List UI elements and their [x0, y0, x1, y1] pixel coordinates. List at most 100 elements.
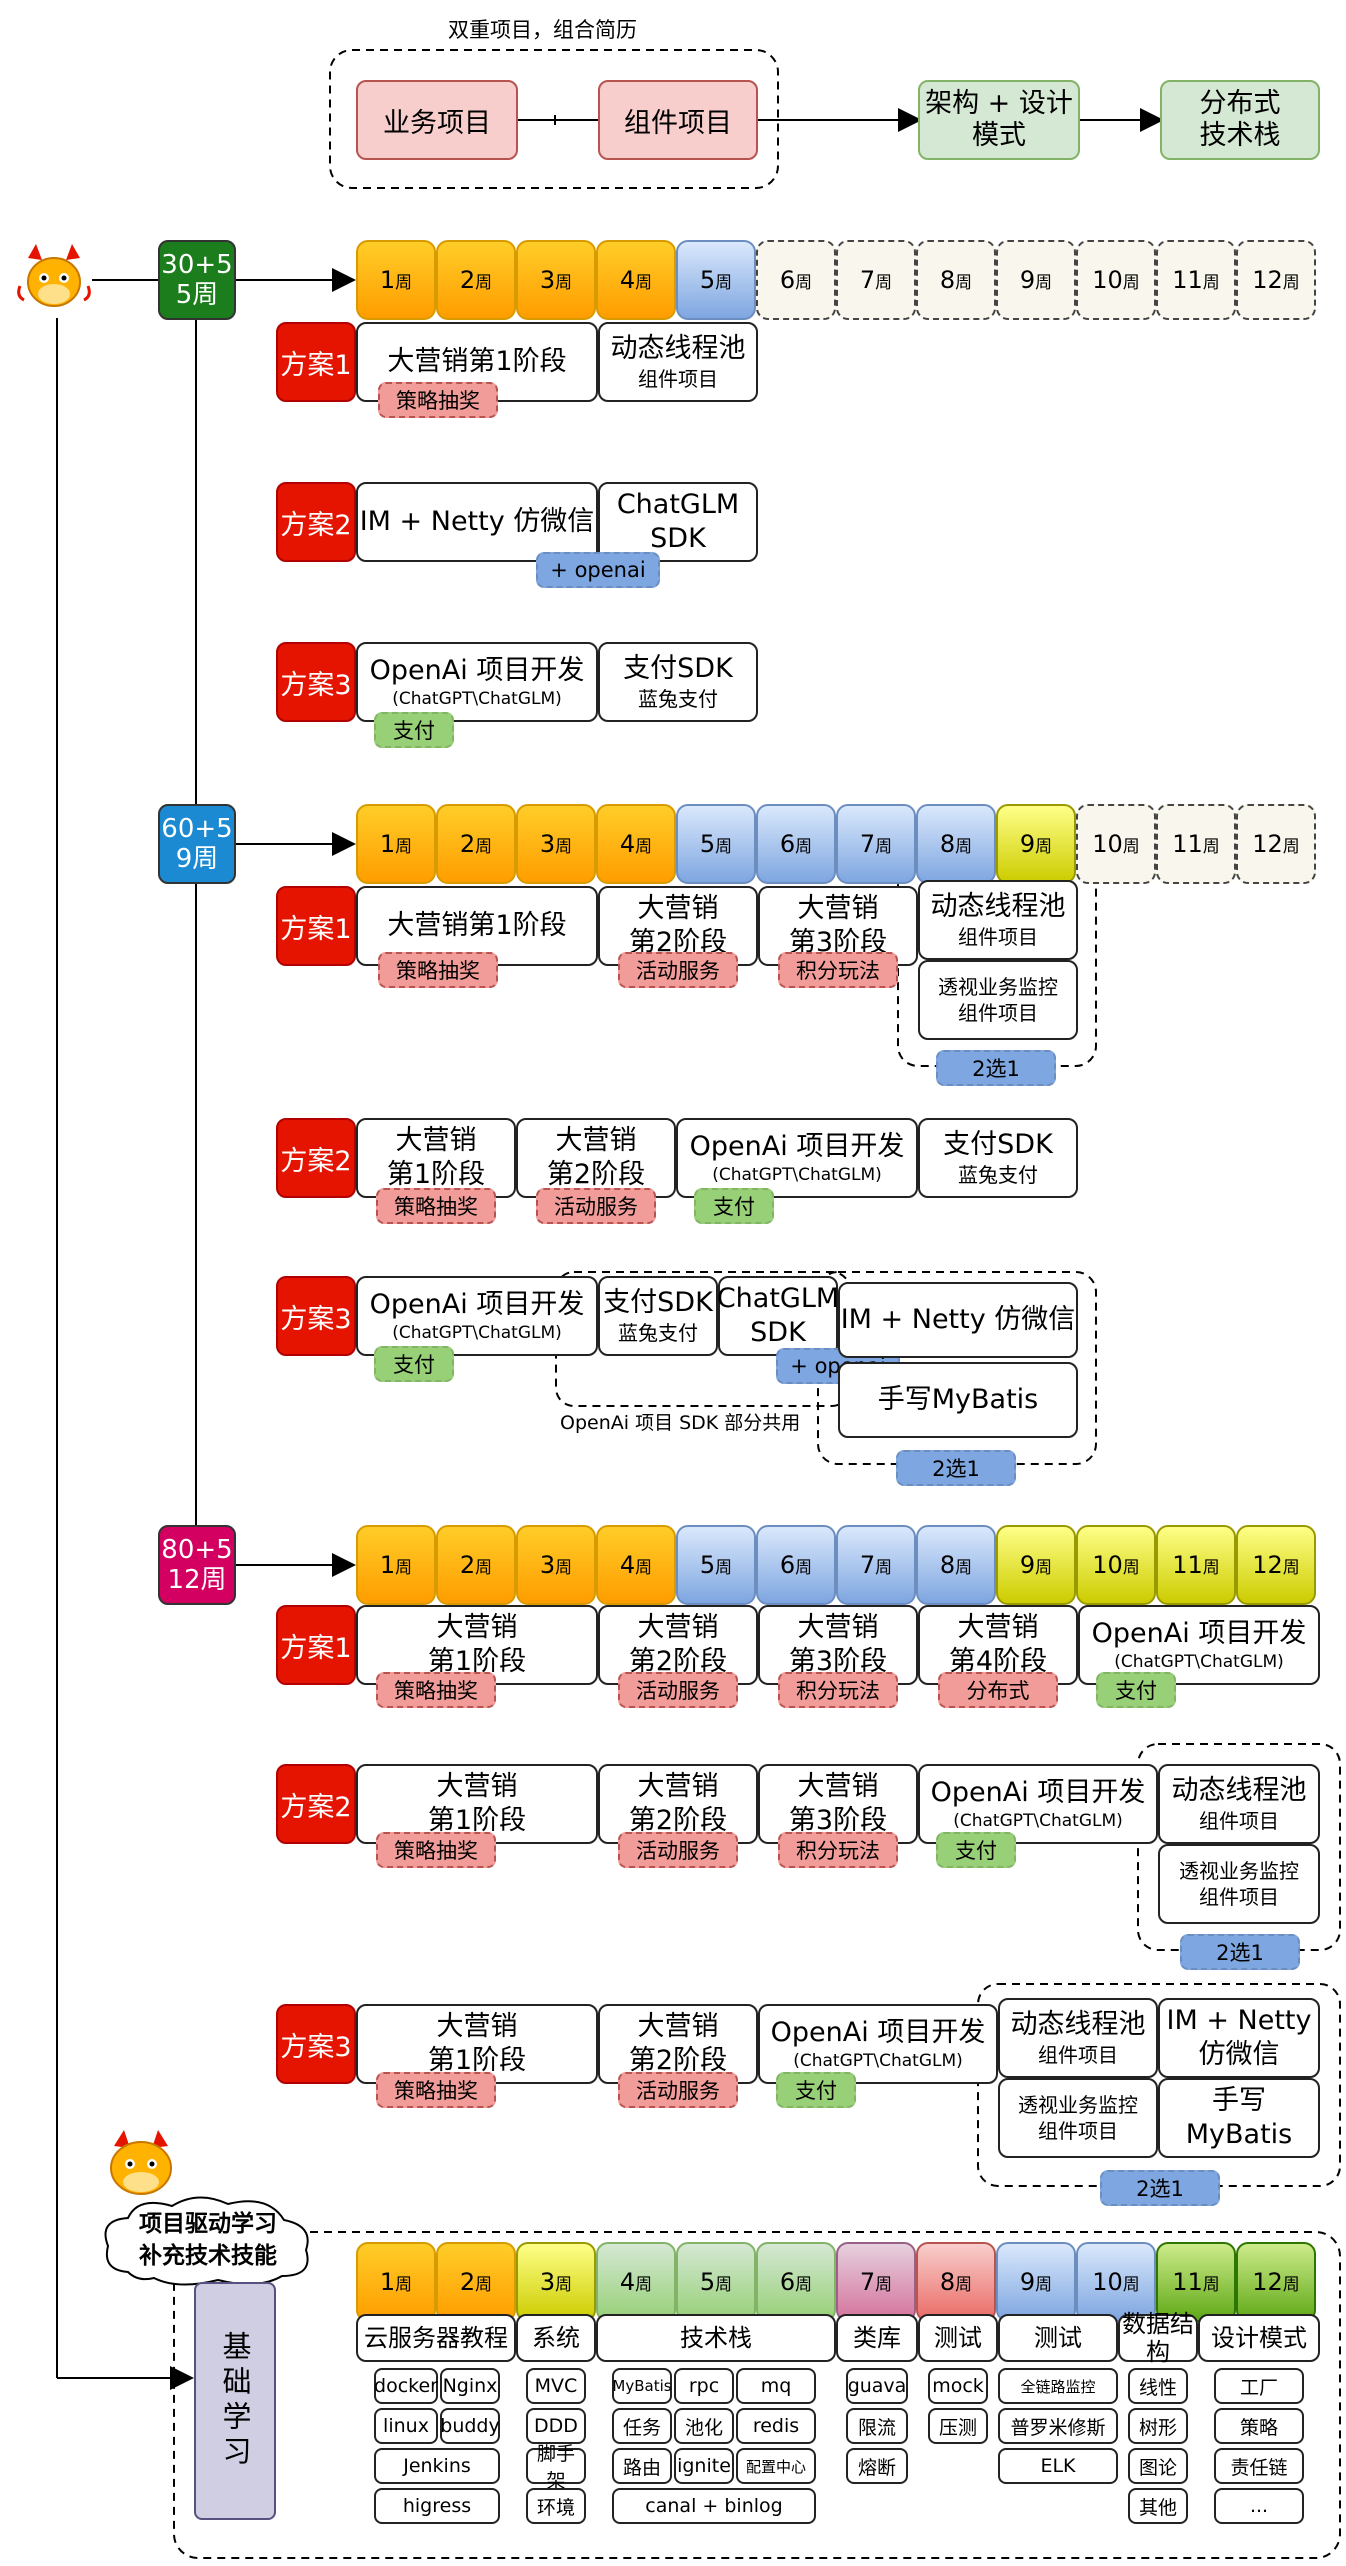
plan-2-label: 方案2 — [276, 482, 356, 562]
s2-p1-c1: 大营销 — [797, 893, 879, 924]
s1-p2-a: IM + Netty 仿微信 — [359, 506, 595, 537]
s2-p1-b1: 大营销 — [637, 893, 719, 924]
s2-p3-im-netty: IM + Netty 仿微信 — [838, 1282, 1078, 1358]
s3-p1-b2: 第2阶段 — [628, 1646, 728, 1677]
week-label: 1周 — [380, 2268, 412, 2296]
s2-p2-b-tag: 活动服务 — [536, 1188, 656, 1224]
cloud-line-2: 补充技术技能 — [139, 2243, 277, 2269]
s3-p2-e1: 动态线程池 — [1171, 1775, 1307, 1806]
week-number: 3 — [539, 830, 556, 858]
item-docker: docker — [374, 2368, 438, 2404]
duration-badge-12-weeks: 80+5 12周 — [158, 1525, 236, 1605]
s3-p1-e2: (ChatGPT\ChatGLM) — [1114, 1652, 1284, 1672]
cat-library: 类库 — [836, 2314, 918, 2362]
week-unit: 周 — [635, 837, 653, 857]
week-label: 4周 — [620, 1551, 652, 1579]
s3-p2-b1: 大营销 — [637, 1771, 719, 1802]
week-cell: 6周 — [756, 240, 836, 320]
week-number: 12 — [1252, 830, 1283, 858]
week-unit: 周 — [555, 1558, 573, 1578]
s1-p3-openai: OpenAi 项目开发 (ChatGPT\ChatGLM) — [356, 642, 598, 722]
week-unit: 周 — [395, 1558, 413, 1578]
week-number: 3 — [539, 1551, 556, 1579]
s3-p3-openai: OpenAi 项目开发 (ChatGPT\ChatGLM) — [758, 2004, 998, 2084]
item-ellipsis: ... — [1214, 2488, 1304, 2524]
s2-p2-stage-1: 大营销 第1阶段 — [356, 1118, 516, 1198]
week-unit: 周 — [395, 273, 413, 293]
s2-p2-c2: (ChatGPT\ChatGLM) — [712, 1165, 882, 1185]
plan-3-label: 方案3 — [276, 642, 356, 722]
s2-p3-c2: SDK — [750, 1317, 806, 1348]
s3-p3-a1: 大营销 — [436, 2011, 518, 2042]
distributed-label-2: 技术栈 — [1199, 120, 1281, 151]
s3-p1-d-tag: 分布式 — [938, 1672, 1058, 1708]
s1-p2-chatglm-sdk: ChatGLM SDK — [598, 482, 758, 562]
week-label: 12周 — [1252, 2268, 1300, 2296]
week-cell: 7周 — [836, 240, 916, 320]
week-unit: 周 — [1202, 837, 1220, 857]
week-label: 7周 — [860, 2268, 892, 2296]
s3-p3-b-tag: 活动服务 — [618, 2072, 738, 2108]
s3-p2-stage-1: 大营销 第1阶段 — [356, 1764, 598, 1844]
s2-p3-c1: ChatGLM — [716, 1283, 840, 1314]
item-higress: higress — [374, 2488, 500, 2524]
week-cell: 3周 — [516, 804, 596, 884]
s3-p1-c1: 大营销 — [797, 1612, 879, 1643]
week-unit: 周 — [1122, 1558, 1140, 1578]
business-project-label: 业务项目 — [383, 107, 491, 139]
week-cell: 5周 — [676, 2242, 756, 2322]
s1-p3-a2: (ChatGPT\ChatGLM) — [392, 689, 562, 709]
week-cell: 6周 — [756, 2242, 836, 2322]
week-unit: 周 — [635, 273, 653, 293]
component-project-node: 组件项目 — [598, 80, 758, 160]
s1-p3-a1: OpenAi 项目开发 — [369, 655, 585, 686]
week-unit: 周 — [1122, 837, 1140, 857]
week-cell: 10周 — [1076, 240, 1156, 320]
week-unit: 周 — [715, 1558, 733, 1578]
item-elk: ELK — [998, 2448, 1118, 2484]
item-nginx: Nginx — [440, 2368, 500, 2404]
s2-p1-c-tag: 积分玩法 — [778, 952, 898, 988]
week-unit: 周 — [1202, 2275, 1220, 2295]
s1-p2-openai-tag: + openai — [536, 552, 660, 588]
week-unit: 周 — [1282, 837, 1300, 857]
s3-p1-a-tag: 策略抽奖 — [376, 1672, 496, 1708]
item-task: 任务 — [612, 2408, 672, 2444]
item-mybatis: MyBatis — [612, 2368, 672, 2404]
week-number: 8 — [939, 266, 956, 294]
week-unit: 周 — [395, 2275, 413, 2295]
s3-p2-monitor: 透视业务监控 组件项目 — [1158, 1844, 1320, 1924]
week-unit: 周 — [635, 1558, 653, 1578]
week-label: 1周 — [380, 266, 412, 294]
week-cell: 3周 — [516, 1525, 596, 1605]
item-prometheus: 普罗米修斯 — [998, 2408, 1118, 2444]
week-number: 1 — [379, 2268, 396, 2296]
week-cell: 1周 — [356, 1525, 436, 1605]
s2-p3-pick-tag: 2选1 — [896, 1450, 1016, 1486]
s3-p2-b2: 第2阶段 — [628, 1805, 728, 1836]
duration-1-line-2: 5周 — [175, 280, 219, 310]
s2-p2-c1: OpenAi 项目开发 — [689, 1131, 905, 1162]
week-label: 12周 — [1252, 1551, 1300, 1579]
week-label: 11周 — [1172, 2268, 1220, 2296]
week-number: 4 — [619, 1551, 636, 1579]
duration-badge-9-weeks: 60+5 9周 — [158, 804, 236, 884]
dragon-small-icon — [110, 2130, 172, 2195]
week-number: 11 — [1172, 830, 1203, 858]
week-label: 12周 — [1252, 830, 1300, 858]
week-unit: 周 — [1035, 1558, 1053, 1578]
week-number: 1 — [379, 830, 396, 858]
s3-p2-a-tag: 策略抽奖 — [376, 1832, 496, 1868]
week-unit: 周 — [955, 273, 973, 293]
week-label: 6周 — [780, 2268, 812, 2296]
item-stress: 压测 — [928, 2408, 988, 2444]
cloud-line-1: 项目驱动学习 — [139, 2211, 277, 2237]
component-project-label: 组件项目 — [624, 107, 732, 139]
s3-p2-openai: OpenAi 项目开发 (ChatGPT\ChatGLM) — [918, 1764, 1158, 1844]
week-number: 9 — [1019, 1551, 1036, 1579]
cloud-bubble-icon — [104, 2196, 309, 2286]
s3-p3-g: 手写MyBatis — [1185, 2085, 1293, 2150]
s3-p3-im-netty: IM + Netty 仿微信 — [1158, 1998, 1320, 2078]
item-scaffold: 脚手架 — [526, 2443, 586, 2492]
s2-p2-a2: 第1阶段 — [386, 1159, 486, 1190]
